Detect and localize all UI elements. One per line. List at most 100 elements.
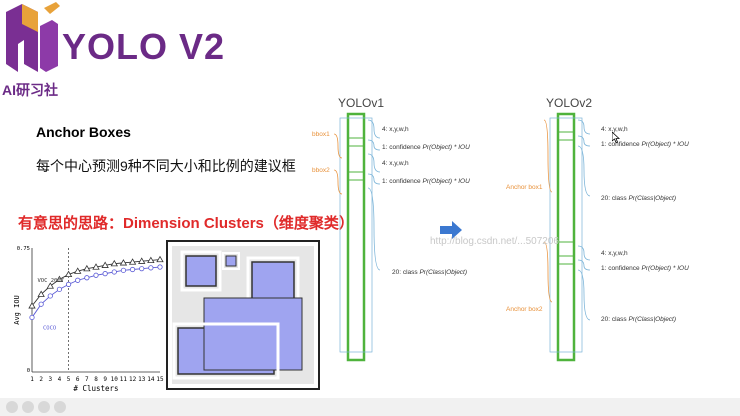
- data-point: [47, 293, 53, 299]
- data-point: [55, 275, 64, 283]
- data-point: [65, 281, 72, 287]
- data-point: [157, 264, 163, 270]
- x-axis-label: # Clusters: [73, 384, 118, 393]
- x-tick-label: 11: [120, 376, 128, 383]
- data-point: [38, 301, 44, 307]
- data-point: [148, 265, 154, 271]
- toolbar-pen-icon[interactable]: [38, 401, 50, 413]
- data-point: [101, 261, 109, 268]
- data-point: [28, 302, 36, 309]
- yolov2-confidence-2: 1: confidence Pr(Object) * IOU: [601, 265, 689, 272]
- yolov2-confidence-1-label: 1: confidence: [601, 141, 640, 148]
- data-point: [64, 270, 73, 278]
- brand-label: AI研习社: [2, 82, 58, 98]
- data-point: [110, 259, 118, 267]
- x-tick-label: 2: [39, 376, 43, 383]
- x-tick-label: 1: [30, 376, 34, 383]
- yolov1-coords-2: 4: x,y,w,h: [382, 160, 409, 167]
- data-point: [156, 255, 164, 263]
- x-tick-label: 12: [129, 376, 137, 383]
- toolbar-next-icon[interactable]: [22, 401, 34, 413]
- data-point: [83, 264, 91, 272]
- transition-arrow-icon: [440, 221, 462, 244]
- yolov2-coords-1: 4: x,y,w,h: [601, 126, 628, 133]
- yolov1-class: 20: class Pr(Class|Object): [392, 269, 467, 276]
- x-tick-label: 7: [85, 376, 89, 383]
- x-tick-label: 10: [111, 376, 119, 383]
- toolbar-zoom-icon[interactable]: [54, 401, 66, 413]
- yolov1-class-label: 20: class: [392, 269, 418, 276]
- cluster-boxes-panel: [166, 240, 320, 390]
- yolov2-label: YOLOv2: [546, 96, 593, 110]
- x-tick-label: 5: [67, 376, 71, 383]
- anchor-box2-label: Anchor box2: [506, 306, 543, 313]
- yolov2-confidence-1-formula: Pr(Object) * IOU: [641, 141, 689, 148]
- yolov2-coords-2: 4: x,y,w,h: [601, 250, 628, 257]
- x-tick-label: 4: [58, 376, 62, 383]
- data-point: [56, 286, 63, 292]
- yolov1-coords-1: 4: x,y,w,h: [382, 126, 409, 133]
- slide-title: YOLO V2: [62, 26, 226, 67]
- y-tick-label: 0: [27, 368, 30, 374]
- yolov2-confidence-2-formula: Pr(Object) * IOU: [641, 265, 689, 272]
- x-tick-label: 9: [103, 376, 107, 383]
- yolov1-confidence-2-formula: Pr(Object) * IOU: [422, 178, 470, 185]
- data-point: [128, 258, 137, 265]
- data-point: [46, 282, 54, 289]
- yolov2-class-2-formula: Pr(Class|Object): [628, 316, 677, 323]
- data-point: [93, 272, 99, 278]
- data-point: [29, 314, 35, 321]
- x-tick-label: 14: [147, 376, 155, 383]
- anchor-boxes-title: Anchor Boxes: [36, 124, 131, 140]
- data-point: [147, 256, 155, 264]
- toolbar-prev-icon[interactable]: [6, 401, 18, 413]
- series-label: COCO: [43, 325, 56, 331]
- yolov2-confidence-2-label: 1: confidence: [601, 265, 640, 272]
- bbox1-label: bbox1: [312, 131, 330, 138]
- yolov1-confidence-2-label: 1: confidence: [382, 178, 421, 185]
- y-tick-label: 0.75: [17, 246, 30, 252]
- bottom-toolbar: [0, 398, 740, 416]
- yolov1-class-formula: Pr(Class|Object): [419, 269, 468, 276]
- data-point: [74, 267, 82, 274]
- series-label: VOC 2007: [37, 278, 64, 284]
- yolov1-confidence-1: 1: confidence Pr(Object) * IOU: [382, 144, 470, 151]
- data-point: [111, 269, 117, 275]
- x-tick-label: 15: [156, 376, 164, 383]
- data-point: [84, 275, 90, 281]
- mouse-cursor-icon: [611, 130, 621, 148]
- logo-mark: [2, 2, 60, 76]
- data-point: [138, 257, 146, 264]
- yolov2-class-2: 20: class Pr(Class|Object): [601, 316, 676, 323]
- yolov1-label: YOLOv1: [338, 96, 385, 110]
- yolov2-tensor-diagram: [520, 112, 720, 372]
- data-point: [37, 290, 45, 297]
- anchor-boxes-description: 每个中心预测9种不同大小和比例的建议框: [36, 158, 296, 174]
- yolov2-confidence-1: 1: confidence Pr(Object) * IOU: [601, 141, 689, 148]
- yolov1-confidence-1-formula: Pr(Object) * IOU: [422, 144, 470, 151]
- yolov2-class-1-formula: Pr(Class|Object): [628, 195, 677, 202]
- data-point: [92, 263, 100, 270]
- watermark-text: http://blog.csdn.net/...507206: [430, 236, 559, 247]
- anchor-box1-label: Anchor box1: [506, 184, 543, 191]
- bbox2-label: bbox2: [312, 167, 330, 174]
- data-point: [119, 259, 128, 266]
- x-tick-label: 8: [94, 376, 98, 383]
- yolov1-tensor-diagram: [310, 112, 510, 372]
- data-point: [102, 271, 108, 277]
- data-point: [129, 266, 136, 273]
- data-point: [120, 267, 127, 273]
- x-tick-label: 3: [48, 376, 52, 383]
- yolov2-class-1: 20: class Pr(Class|Object): [601, 195, 676, 202]
- yolov2-class-1-label: 20: class: [601, 195, 627, 202]
- x-tick-label: 6: [76, 376, 80, 383]
- y-axis-label: Avg IOU: [13, 295, 21, 325]
- data-point: [75, 277, 81, 283]
- x-tick-label: 13: [138, 376, 146, 383]
- data-point: [139, 266, 145, 272]
- yolov2-class-2-label: 20: class: [601, 316, 627, 323]
- yolov1-confidence-2: 1: confidence Pr(Object) * IOU: [382, 178, 470, 185]
- dimension-clusters-heading: 有意思的思路：Dimension Clusters（维度聚类）: [18, 215, 354, 232]
- yolov1-confidence-1-label: 1: confidence: [382, 144, 421, 151]
